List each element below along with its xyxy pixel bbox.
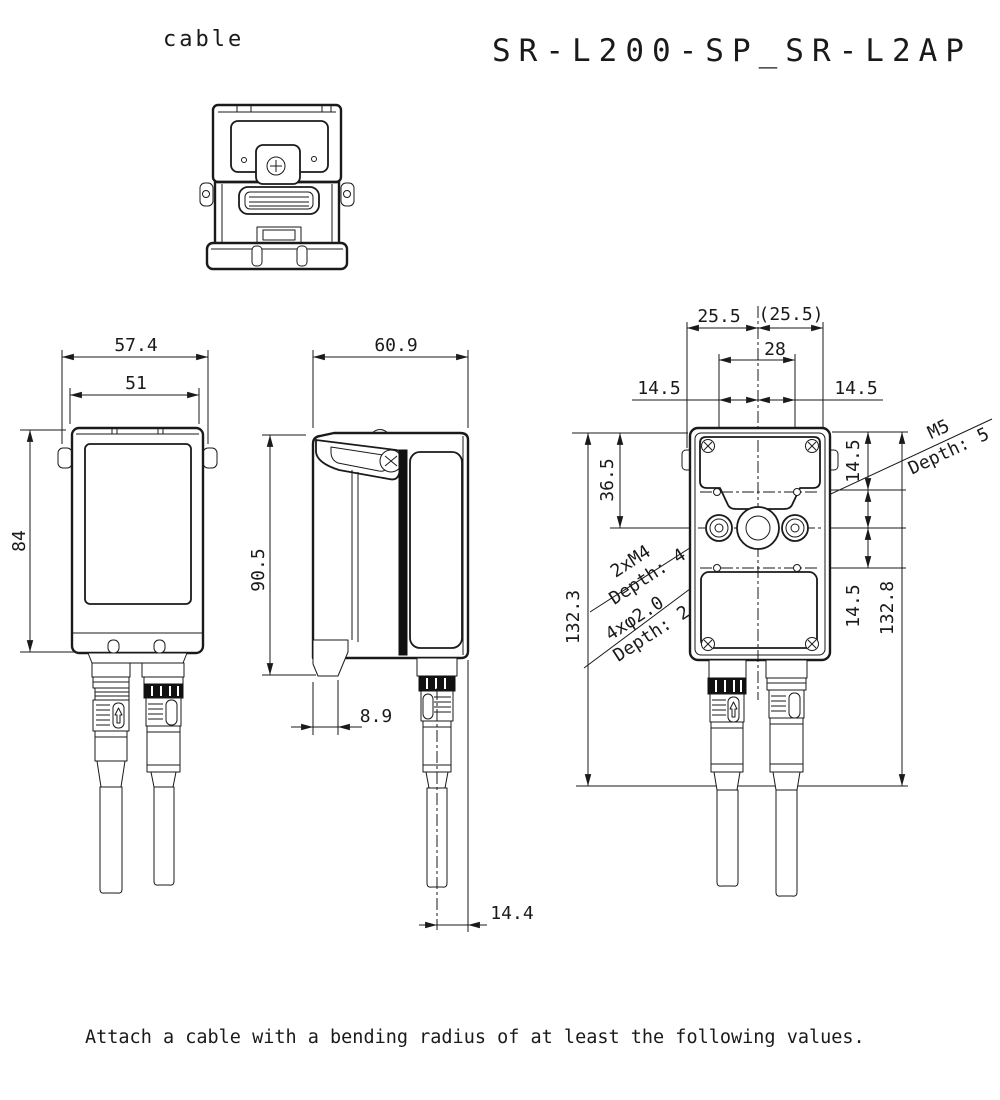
back-left-connector xyxy=(707,659,747,887)
dim-back-row-spacing: 14.5 xyxy=(843,584,864,627)
top-view-drawing xyxy=(199,103,355,271)
dim-back-hole-spacing: 28 xyxy=(764,339,786,360)
dim-back-top-to-row1: 14.5 xyxy=(843,439,864,482)
dim-back-height-right: 132.8 xyxy=(877,581,898,635)
dim-back-half-left: 25.5 xyxy=(697,306,740,327)
front-right-connector xyxy=(141,662,185,886)
drawing-title: SR-L200-SP_SR-L2AP xyxy=(492,33,972,69)
dim-front-width: 57.4 xyxy=(114,335,157,356)
dim-back-offset-left: 14.5 xyxy=(637,378,680,399)
dim-front-height: 84 xyxy=(9,530,30,552)
note-line-1: Attach a cable with a bending radius of … xyxy=(85,1027,865,1048)
back-right-connector xyxy=(765,659,808,897)
front-view-drawing xyxy=(57,426,218,894)
front-left-connector xyxy=(91,662,131,894)
dim-back-top-to-hole: 36.5 xyxy=(597,458,618,501)
dim-back-offset-right: 14.5 xyxy=(834,378,877,399)
dim-side-cable-offset: 14.4 xyxy=(490,903,533,924)
dim-side-foot: 8.9 xyxy=(360,706,393,727)
callout-m5: M5 Depth: 5 xyxy=(905,416,992,480)
side-view-dimensions: 60.9 90.5 8.9 14.4 xyxy=(248,335,534,932)
top-view-caption: cable xyxy=(163,27,245,52)
dim-front-inner-width: 51 xyxy=(125,373,147,394)
dim-side-height: 90.5 xyxy=(248,548,269,591)
dim-back-height-left: 132.3 xyxy=(563,590,584,644)
dim-side-width: 60.9 xyxy=(374,335,417,356)
callout-m4: 2xM4 Depth: 4 xyxy=(606,541,690,609)
side-view-drawing xyxy=(311,429,470,930)
back-view-drawing xyxy=(681,426,839,897)
dim-back-half-right: (25.5) xyxy=(758,304,823,325)
front-view-dimensions: 57.4 51 84 xyxy=(9,335,209,653)
bending-radius-notes: Attach a cable with a bending radius of … xyxy=(85,970,865,1100)
side-connector xyxy=(416,657,458,930)
